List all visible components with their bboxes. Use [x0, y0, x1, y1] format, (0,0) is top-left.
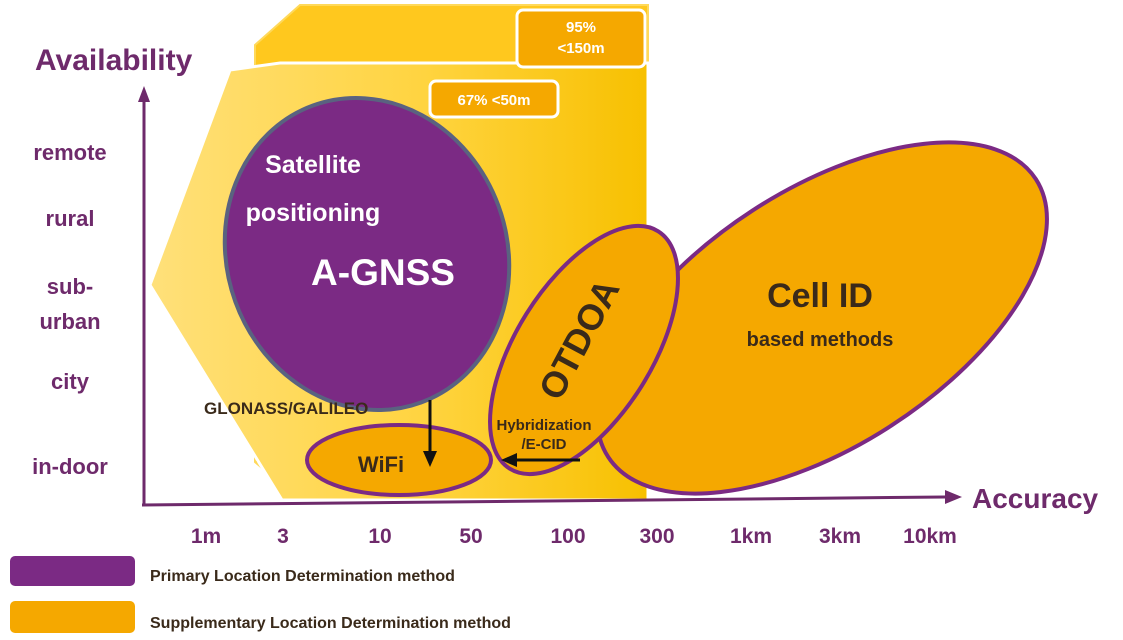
y-tick-rural: rural [46, 206, 95, 231]
agnss-label-line2: positioning [246, 199, 381, 227]
agnss-ellipse [222, 95, 512, 413]
x-tick-3: 3 [277, 525, 289, 548]
badge-67 [428, 79, 560, 119]
x-axis-arrow [945, 490, 962, 504]
agnss-to-wifi-arrowhead [423, 451, 437, 467]
agnss-label-line1: Satellite [265, 151, 361, 179]
legend-supplementary-label: Supplementary Location Determination met… [150, 615, 511, 632]
x-tick-50: 50 [459, 525, 482, 548]
x-tick-100: 100 [550, 525, 585, 548]
x-tick-300: 300 [639, 525, 674, 548]
y-tick-urban: urban [39, 309, 100, 334]
badge-67-label: 67% <50m [458, 92, 531, 109]
y-axis-title: Availability [35, 44, 193, 77]
hybrid-arrowhead [501, 453, 517, 467]
x-tick-10km: 10km [903, 525, 957, 548]
wifi-ellipse [305, 423, 493, 497]
legend-swatch-supplementary [10, 601, 135, 633]
y-tick-city: city [51, 369, 90, 394]
hybrid-label-line1: Hybridization [496, 417, 591, 434]
x-axis [141, 495, 946, 507]
x-tick-1m: 1m [191, 525, 221, 548]
y-tick-remote: remote [33, 140, 106, 165]
otdoa-ellipse [488, 223, 680, 477]
badge-95 [515, 8, 647, 69]
badge-95-line1: 95% [566, 19, 596, 36]
hybrid-label-line2: /E-CID [522, 436, 567, 453]
y-tick-indoor: in-door [32, 454, 108, 479]
y-tick-sub: sub- [47, 274, 93, 299]
legend-swatch-primary [10, 556, 135, 586]
agnss-label-main: A-GNSS [311, 252, 455, 293]
cellid-label: Cell ID [767, 277, 873, 315]
x-tick-10: 10 [368, 525, 391, 548]
badge-95-line2: <150m [557, 40, 604, 57]
cellid-sublabel: based methods [747, 329, 894, 351]
cellid-ellipse [595, 140, 1049, 496]
x-axis-title: Accuracy [972, 483, 1099, 514]
legend-primary-label: Primary Location Determination method [150, 568, 455, 585]
wifi-label: WiFi [358, 452, 404, 477]
glonass-label: GLONASS/GALILEO [204, 399, 368, 418]
x-tick-1km: 1km [730, 525, 772, 548]
x-tick-3km: 3km [819, 525, 861, 548]
y-axis-arrow [138, 86, 150, 102]
